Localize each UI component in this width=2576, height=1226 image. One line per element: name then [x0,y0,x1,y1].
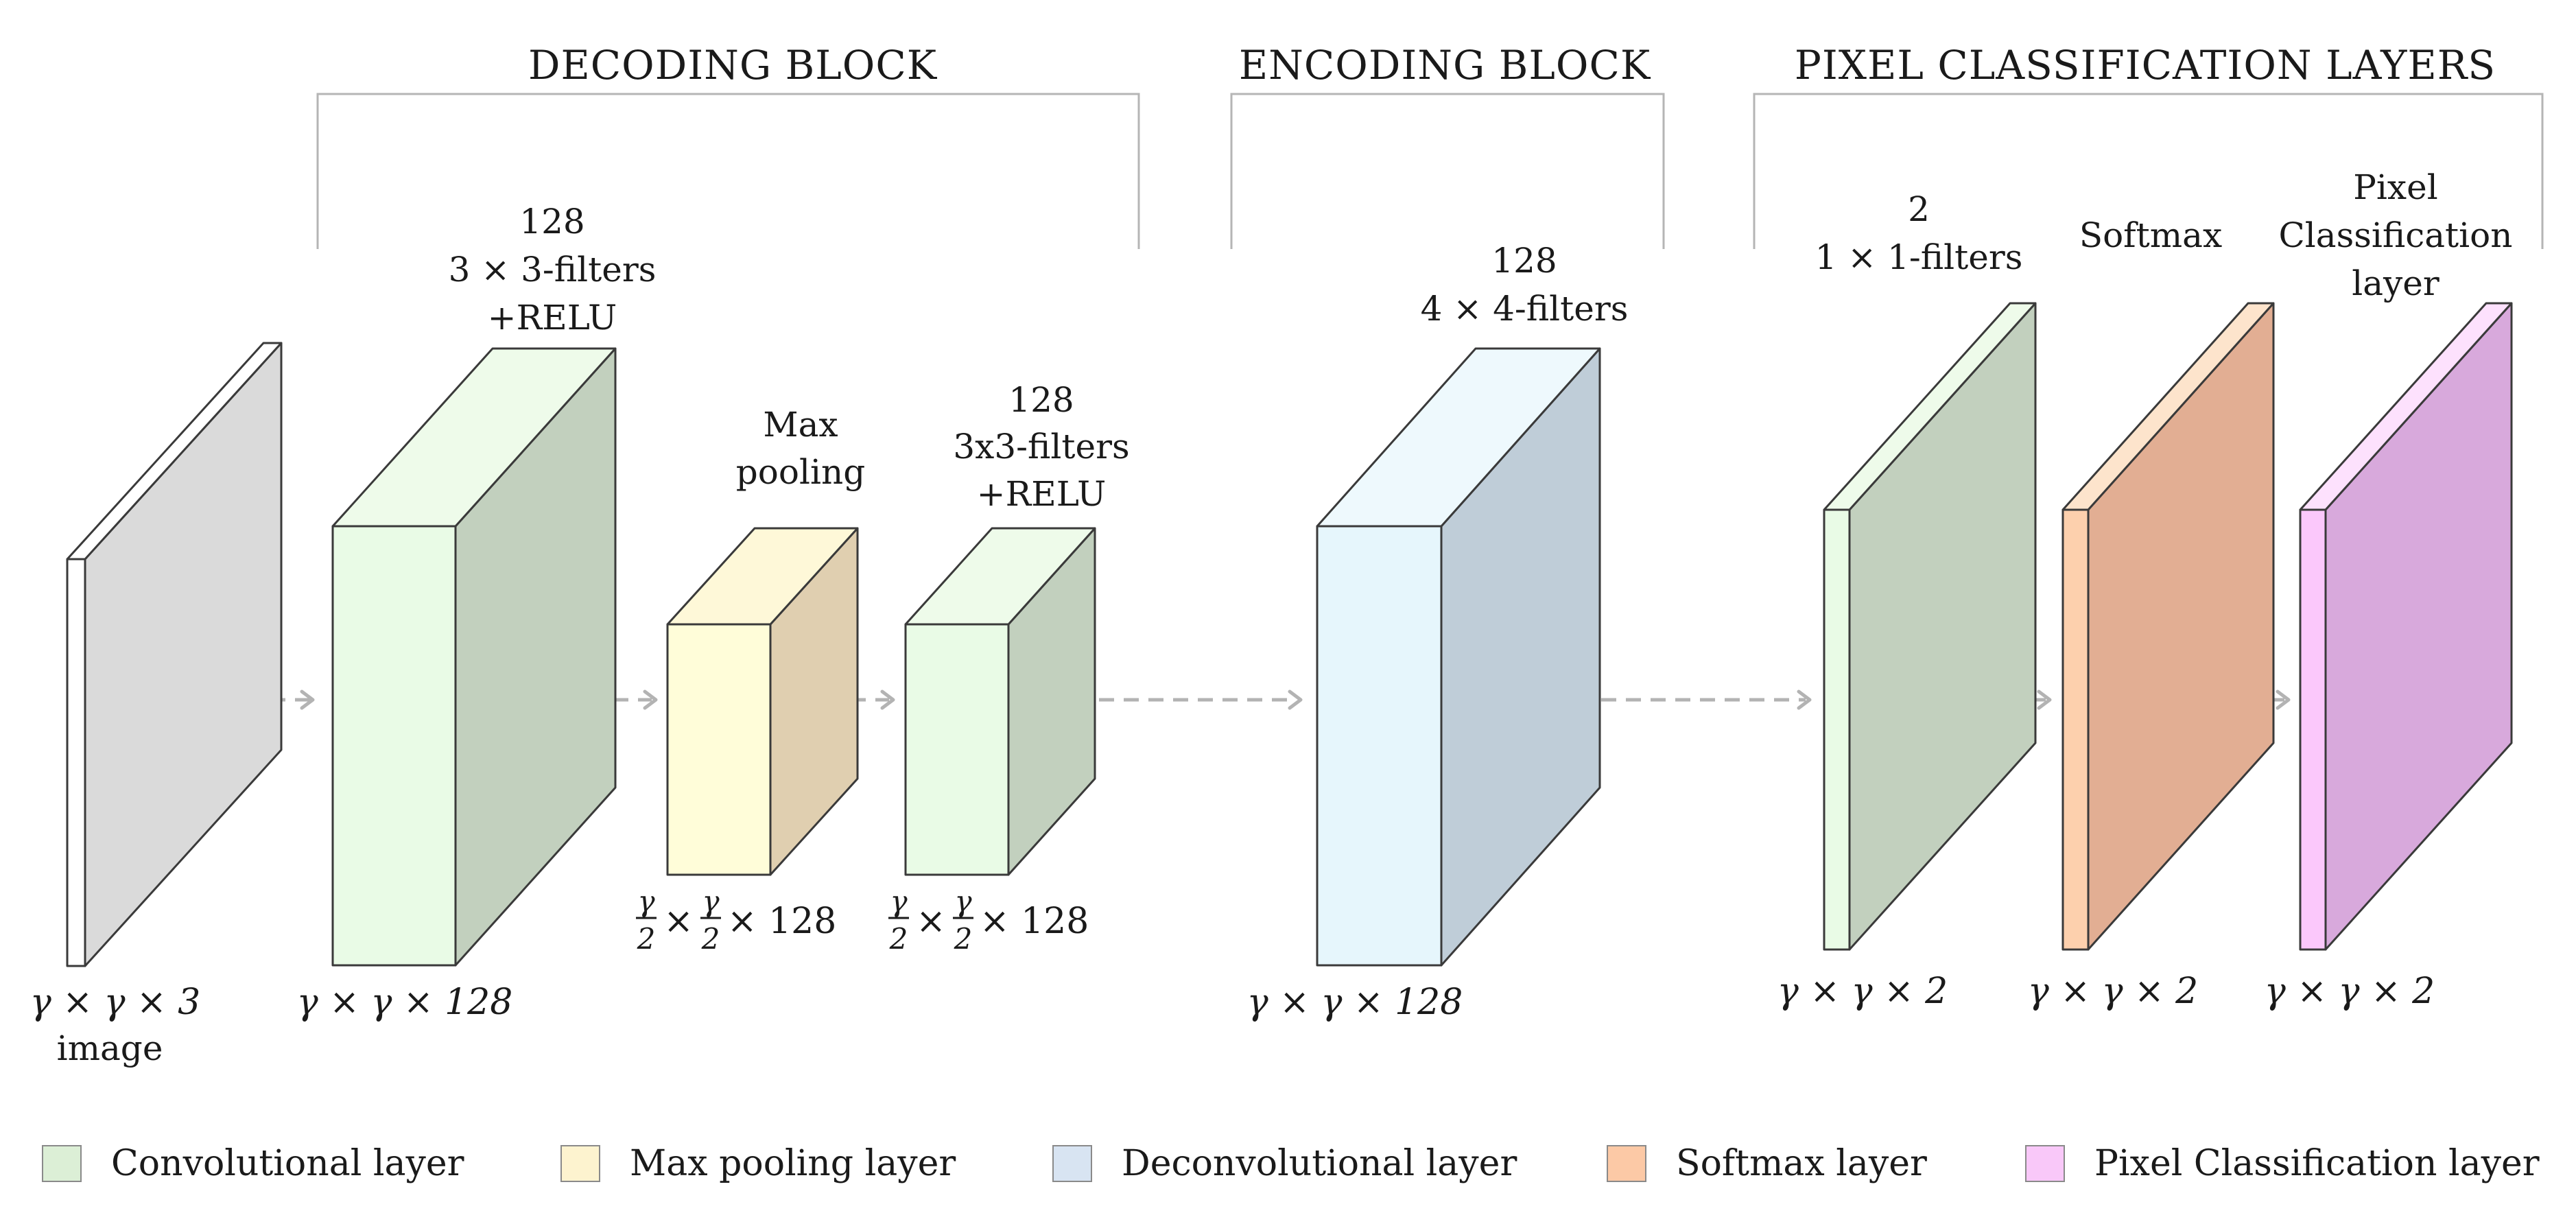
legend-swatch-softmax [1607,1145,1646,1182]
legend: Convolutional layer Max pooling layer De… [42,1143,2540,1184]
arrowhead-conv3-softmax [2037,689,2052,710]
deconv-dimension-label: γ × γ × 128 [1247,982,1463,1023]
legend-item-pixel-classification: Pixel Classification layer [2025,1143,2540,1184]
pixel-front-face [2299,508,2327,951]
arrowhead-deconv-conv3 [1797,689,1812,710]
legend-swatch-convolutional [42,1145,82,1182]
legend-item-softmax: Softmax layer [1607,1143,1927,1184]
pixel-bracket [1753,93,2544,249]
softmax-front-face [2061,508,2090,951]
pool-label-line1: Max [763,405,838,445]
arrowhead-input-conv1 [300,689,315,710]
legend-label-max-pooling: Max pooling layer [630,1143,956,1184]
encoding-bracket [1230,93,1665,249]
max-pooling-layer [666,527,859,876]
input-front-face [66,558,86,967]
pixel-dimension-label: γ × γ × 2 [2265,971,2435,1012]
pixel-label-line3: layer [2352,263,2439,303]
legend-item-max-pooling: Max pooling layer [560,1143,956,1184]
conv1-layer [331,347,617,967]
deconv-front-face [1316,525,1443,967]
conv1-dimension-label: γ × γ × 128 [297,982,513,1023]
pool-times: × [663,901,694,942]
conv2-front-face [904,623,1010,876]
conv1-front-face [331,525,457,967]
legend-label-convolutional: Convolutional layer [111,1143,464,1184]
input-caption: image [57,1028,163,1068]
deconv-layer [1316,347,1601,967]
conv1-filter-size: 3 × 3-filters [449,250,657,290]
arrowhead-pool-conv2 [880,689,895,710]
conv2-activation: +RELU [977,474,1107,514]
arrowhead-conv2-deconv [1288,689,1303,710]
pixel-label-line2: Classification [2279,215,2513,255]
legend-swatch-deconvolutional [1052,1145,1092,1182]
pool-dimension-label: γ 2 × γ 2 × 128 [636,884,836,956]
pool-frac1-den: 2 [637,922,656,956]
conv3-front-face [1823,508,1851,951]
pool-front-face [666,623,772,876]
arrowhead-conv1-pool [643,689,658,710]
conv2-frac2-den: 2 [954,922,973,956]
pixel-label-line1: Pixel [2353,167,2437,207]
conv2-frac1-num: γ [890,884,908,918]
pool-channels: × 128 [727,901,836,942]
pixel-classification-title: PIXEL CLASSIFICATION LAYERS [1795,42,2496,89]
conv2-frac1-den: 2 [889,922,908,956]
conv2-channels: × 128 [980,901,1089,942]
arrowhead-softmax-pixel [2276,689,2291,710]
conv1-activation: +RELU [488,298,617,338]
legend-label-pixel-classification: Pixel Classification layer [2094,1143,2540,1184]
legend-label-softmax: Softmax layer [1676,1143,1927,1184]
conv3-layer [1823,302,2037,951]
conv2-filter-size: 3x3-filters [953,427,1129,467]
legend-item-convolutional: Convolutional layer [42,1143,464,1184]
pool-frac2-den: 2 [701,922,720,956]
conv2-frac2-num: γ [954,884,972,918]
conv3-filter-size: 1 × 1-filters [1815,237,2023,277]
conv3-filter-count: 2 [1908,189,1930,229]
input-image-layer [66,342,283,967]
encoding-block-title: ENCODING BLOCK [1239,42,1651,89]
conv2-layer [904,527,1096,876]
deconv-filter-size: 4 × 4-filters [1421,289,1629,329]
conv2-times: × [916,901,946,942]
pixel-classification-layer [2299,302,2513,951]
legend-swatch-max-pooling [560,1145,600,1182]
decoding-block-title: DECODING BLOCK [528,42,938,89]
decoding-bracket [316,93,1140,249]
conv3-dimension-label: γ × γ × 2 [1777,971,1948,1012]
pool-frac1-num: γ [637,884,655,918]
conv2-filter-count: 128 [1008,380,1074,420]
legend-swatch-pixel-classification [2025,1145,2065,1182]
pool-frac2-num: γ [702,884,720,918]
conv2-dimension-label: γ 2 × γ 2 × 128 [888,884,1089,956]
softmax-layer [2061,302,2275,951]
softmax-dimension-label: γ × γ × 2 [2028,971,2199,1012]
legend-label-deconvolutional: Deconvolutional layer [1122,1143,1517,1184]
input-dimension-label: γ × γ × 3 [30,982,201,1023]
legend-item-deconvolutional: Deconvolutional layer [1052,1143,1517,1184]
softmax-label: Softmax [2079,215,2222,255]
pool-label-line2: pooling [736,452,865,492]
conv1-filter-count: 128 [519,202,584,241]
deconv-filter-count: 128 [1491,241,1557,281]
